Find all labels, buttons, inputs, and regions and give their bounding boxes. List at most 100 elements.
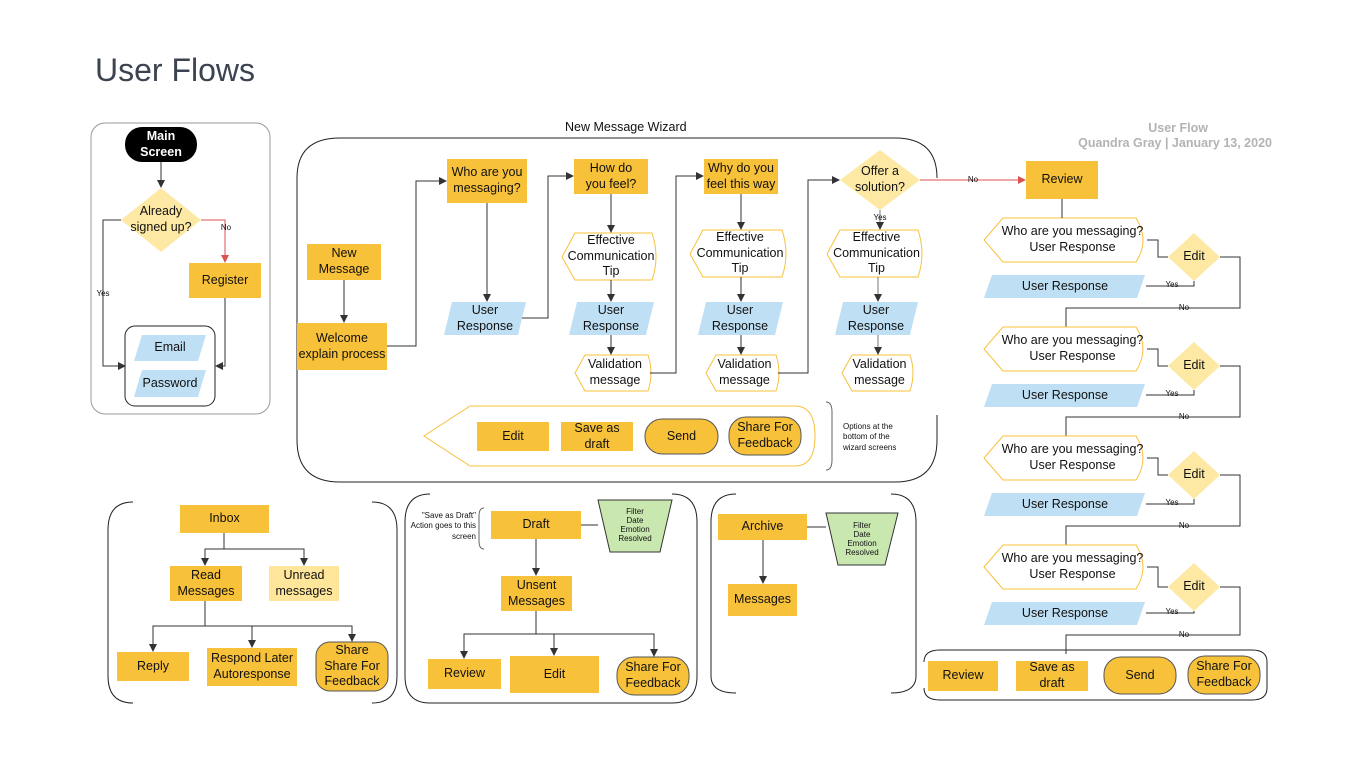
review-user-response-2: User Response: [1021, 387, 1109, 402]
archive-messages-step: Messages: [734, 592, 791, 607]
rv-share-shape: [1187, 655, 1261, 695]
draft-review-shape: [428, 659, 501, 689]
user-response-2: User Response: [582, 302, 640, 333]
q4-diamond: [840, 150, 920, 210]
review-label-no-2: No: [1178, 412, 1190, 421]
wizard-edit-button[interactable]: Edit: [502, 428, 524, 443]
inbox-frame: [107, 501, 398, 704]
draft-frame: [404, 493, 698, 704]
rv-send-shape: [1103, 656, 1177, 695]
inbox-shape: [180, 505, 269, 533]
review-edit-diamond-2: [1168, 342, 1220, 390]
wiz-send-shape: [644, 418, 719, 455]
review-option-send-button[interactable]: Send: [1125, 667, 1155, 682]
draft-note-brace: [478, 507, 485, 550]
review-edit-decision-3: Edit: [1183, 467, 1205, 482]
draft-note: "Save as Draft" Action goes to this scre…: [410, 511, 476, 541]
review-label-yes-4: Yes: [1165, 607, 1179, 616]
review-shape: [1026, 161, 1098, 199]
review-prompt-2: Who are you messaging? User Response: [1001, 333, 1144, 363]
register-shape: [189, 263, 261, 298]
review-conn-edit-yes-4: [1146, 611, 1195, 614]
flow-meta-author-date: Quandra Gray | January 13, 2020: [1078, 136, 1272, 150]
review-user-response-4: User Response: [1021, 605, 1109, 620]
val1-shape: [574, 354, 652, 392]
review-conn-edit-no-3: [1065, 474, 1241, 545]
q3-shape: [704, 159, 778, 194]
user-response-3: User Response: [711, 302, 769, 333]
review-prompt-shape-1: [983, 217, 1144, 263]
review-prompt-1: Who are you messaging? User Response: [1001, 224, 1144, 254]
draft-edit-shape: [510, 656, 599, 693]
draft-share-feedback-step: Share For Feedback: [625, 660, 681, 690]
conn-inbox-split: [204, 533, 304, 565]
review-conn-edit-no-1: [1065, 256, 1241, 327]
review-response-shape-2: [984, 384, 1145, 407]
archive-step: Archive: [741, 519, 784, 534]
review-prompt-shape-2: [983, 326, 1144, 372]
reply-step: Reply: [137, 658, 169, 673]
review-prompt-shape-3: [983, 435, 1144, 481]
draft-filter-shape: [597, 499, 673, 553]
email-shape: [134, 335, 206, 361]
unsent-messages-step: Unsent Messages: [508, 577, 565, 608]
flow-meta-title: User Flow: [1148, 121, 1208, 135]
wizard-title: New Message Wizard: [565, 120, 687, 134]
review-user-response-1: User Response: [1021, 278, 1109, 293]
wizard-save-draft-button[interactable]: Save as draft: [574, 420, 620, 451]
wiz-share-shape: [728, 416, 802, 456]
review-option-share-feedback-button[interactable]: Share For Feedback: [1196, 659, 1252, 689]
tip2-shape: [689, 229, 787, 278]
wiz-save-shape: [561, 422, 633, 451]
validation-message-1: Validation message: [588, 357, 642, 387]
conn-ur1-q2: [522, 172, 574, 319]
review-label-yes-1: Yes: [1165, 280, 1179, 289]
page-title: User Flows: [95, 52, 256, 88]
conn-unsent-children: [463, 611, 654, 658]
welcome-shape: [297, 323, 387, 370]
review-edit-diamond-3: [1168, 451, 1220, 499]
archive-filter-list: Filter Date Emotion Resolved: [845, 520, 879, 558]
user-response-4: User Response: [847, 302, 905, 333]
review-edit-decision-4: Edit: [1183, 579, 1205, 594]
review-response-shape-4: [984, 602, 1145, 625]
review-conn-prompt-edit-4: [1147, 566, 1168, 588]
already-signed-up-decision: Already signed up?: [130, 204, 192, 234]
review-option-save-draft-button[interactable]: Save as draft: [1029, 660, 1075, 690]
main-screen-start-shape: [125, 127, 197, 162]
draft-review-step: Review: [444, 666, 485, 681]
review-option-review-button[interactable]: Review: [942, 668, 984, 683]
how-feel-step: How do you feel?: [585, 160, 637, 191]
review-label-no-4: No: [1178, 630, 1190, 639]
draft-edit-step: Edit: [543, 666, 566, 681]
review-prompt-3: Who are you messaging? User Response: [1001, 442, 1144, 472]
read-shape: [170, 566, 242, 601]
conn-val1-q3: [650, 172, 704, 374]
rv-review-shape: [928, 661, 998, 691]
main-screen-start: Main Screen: [140, 128, 182, 159]
validation-message-2: Validation message: [717, 357, 772, 387]
review-response-shape-3: [984, 493, 1145, 516]
review-edit-diamond-4: [1168, 563, 1220, 611]
review-edit-diamond-1: [1168, 233, 1220, 281]
label-no-review: No: [967, 175, 979, 184]
review-user-response-3: User Response: [1021, 496, 1109, 511]
review-response-shape-1: [984, 275, 1145, 298]
main-screen-frame: [90, 122, 271, 415]
draft-step: Draft: [522, 517, 550, 532]
wizard-send-button[interactable]: Send: [666, 428, 697, 443]
unsent-shape: [501, 576, 572, 611]
messages-shape: [728, 584, 797, 616]
later-shape: [207, 648, 297, 686]
label-no-register: No: [220, 223, 232, 232]
wizard-share-feedback-button[interactable]: Share For Feedback: [737, 420, 793, 450]
review-options-frame: [923, 649, 1268, 701]
label-yes-login: Yes: [96, 289, 110, 298]
inbox-share-feedback-step: Share Share For Feedback: [324, 643, 380, 689]
review-label-yes-2: Yes: [1165, 389, 1179, 398]
user-response-1: User Response: [456, 302, 514, 333]
conn-decision-register: [201, 219, 229, 263]
wizard-frame: [296, 137, 938, 483]
